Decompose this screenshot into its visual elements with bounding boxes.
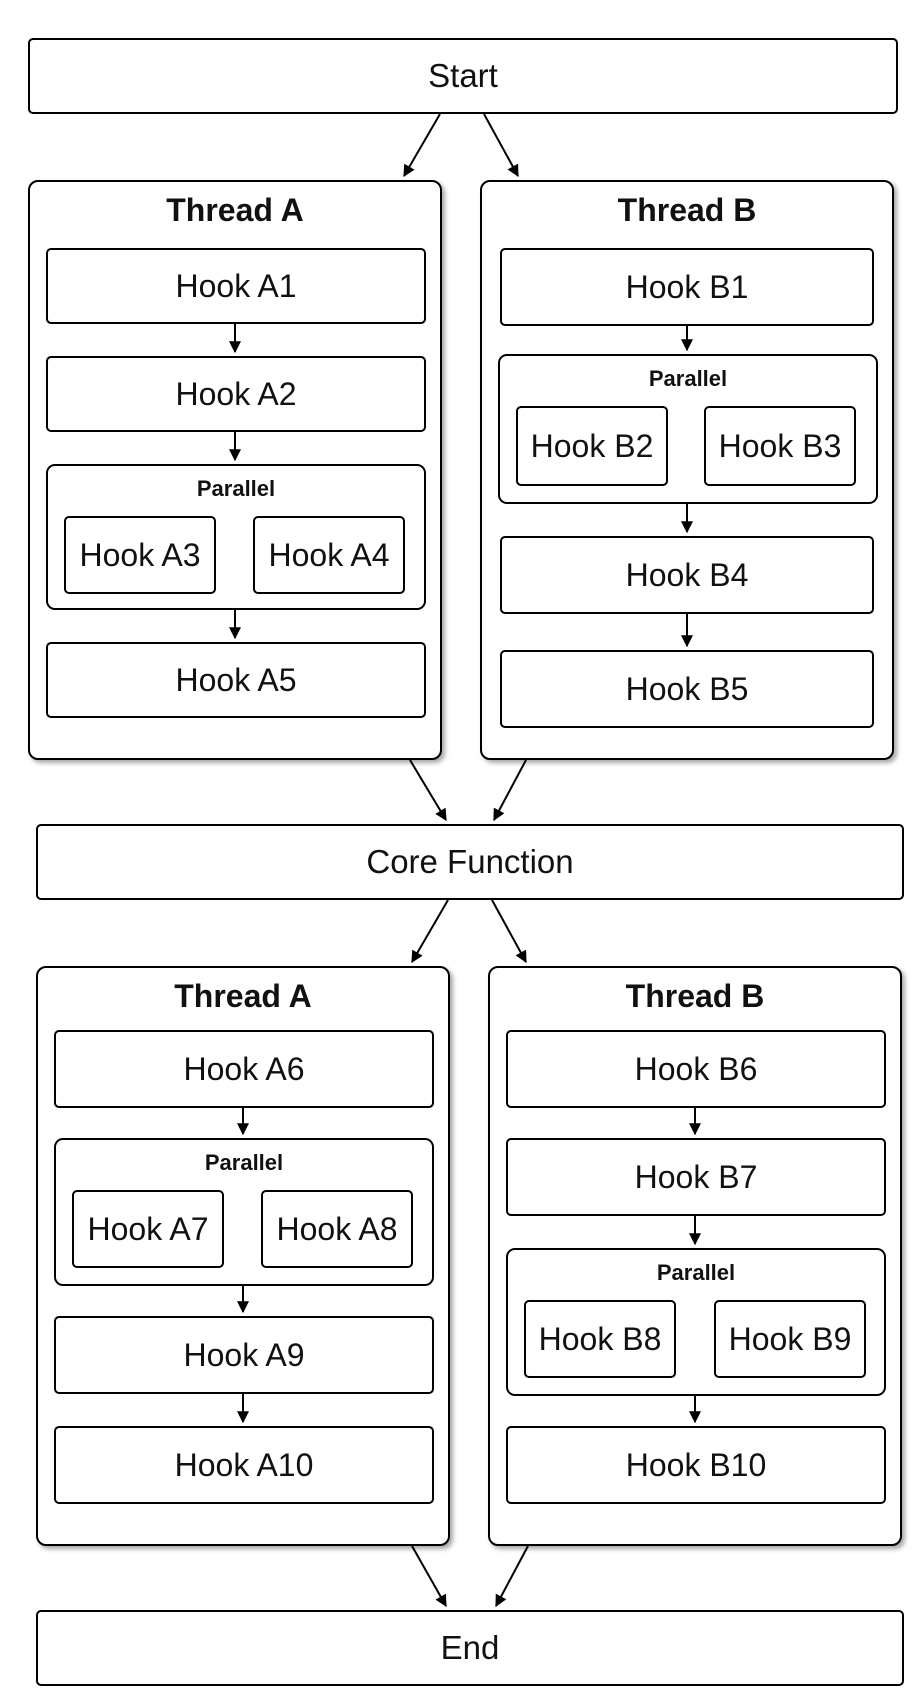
hook-a1: Hook A1 [46,248,426,324]
parallel-label: Parallel [648,366,728,391]
hook-b9: Hook B9 [714,1300,866,1378]
core-function-node: Core Function [36,824,904,900]
hook-a10: Hook A10 [54,1426,434,1504]
parallel-group-b8-b9: Parallel Hook B8 Hook B9 [506,1248,886,1396]
thread-a-stage1: Thread A Hook A1 Hook A2 Parallel Hook A… [28,180,442,760]
hook-a4: Hook A4 [253,516,405,594]
hook-b2: Hook B2 [516,406,668,486]
hook-b5: Hook B5 [500,650,874,728]
arrow-thread-b-to-end [495,1545,529,1608]
hook-b6: Hook B6 [506,1030,886,1108]
thread-b-stage1-title: Thread B [617,192,757,228]
hook-b1: Hook B1 [500,248,874,326]
start-node: Start [28,38,898,114]
hook-a8: Hook A8 [261,1190,413,1268]
parallel-label: Parallel [196,476,276,501]
parallel-label: Parallel [656,1260,736,1285]
hook-b7: Hook B7 [506,1138,886,1216]
hook-b4: Hook B4 [500,536,874,614]
hook-a2: Hook A2 [46,356,426,432]
parallel-group-a7-a8: Parallel Hook A7 Hook A8 [54,1138,434,1286]
arrow-thread-a-to-end [411,1545,447,1608]
end-node: End [36,1610,904,1686]
parallel-group-b2-b3: Parallel Hook B2 Hook B3 [498,354,878,504]
arrow-thread-b-to-core [493,759,527,822]
hook-a7: Hook A7 [72,1190,224,1268]
parallel-group-a3-a4: Parallel Hook A3 Hook A4 [46,464,426,610]
arrow-start-to-thread-b [483,113,519,178]
arrow-core-to-thread-b [491,899,527,964]
parallel-label: Parallel [204,1150,284,1175]
hook-a9: Hook A9 [54,1316,434,1394]
hook-b8: Hook B8 [524,1300,676,1378]
hook-a6: Hook A6 [54,1030,434,1108]
arrow-core-to-thread-a [411,899,449,964]
thread-a-stage1-title: Thread A [166,192,304,228]
hook-b3: Hook B3 [704,406,856,486]
thread-a-stage2-title: Thread A [174,978,312,1014]
thread-b-stage1: Thread B Hook B1 Parallel Hook B2 Hook B… [480,180,894,760]
hook-a3: Hook A3 [64,516,216,594]
thread-b-stage2-title: Thread B [625,978,765,1014]
thread-a-stage2: Thread A Hook A6 Parallel Hook A7 Hook A… [36,966,450,1546]
hook-b10: Hook B10 [506,1426,886,1504]
hook-a5: Hook A5 [46,642,426,718]
arrow-start-to-thread-a [403,113,441,178]
thread-b-stage2: Thread B Hook B6 Hook B7 Parallel Hook B… [488,966,902,1546]
arrow-thread-a-to-core [409,759,447,822]
